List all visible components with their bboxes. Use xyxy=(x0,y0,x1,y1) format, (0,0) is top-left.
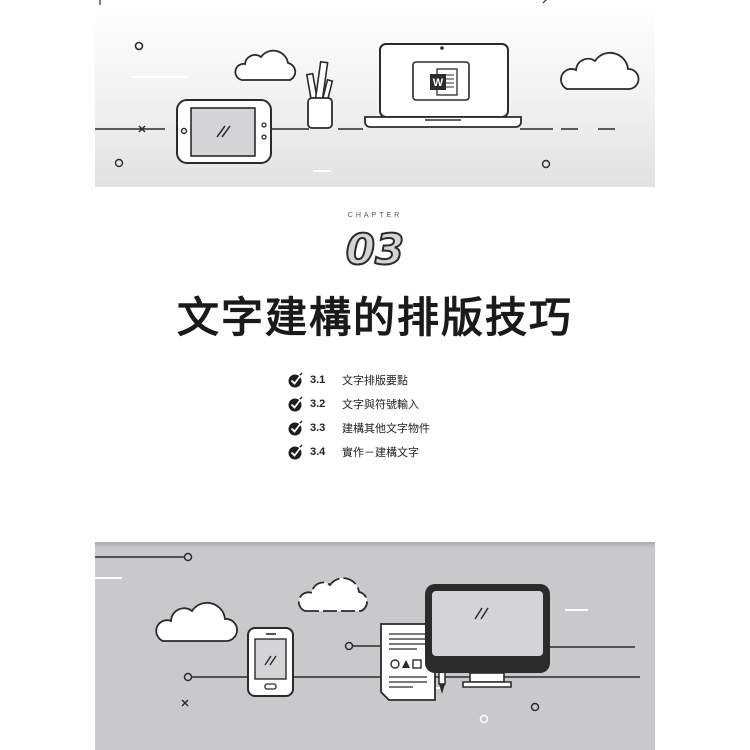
chapter-label: CHAPTER xyxy=(347,212,403,219)
word-document-icon: W xyxy=(430,68,458,96)
cloud-icon xyxy=(234,49,297,81)
check-icon xyxy=(288,372,303,388)
chapter-contents-list: 3.1 文字排版要點 3.2 文字與符號輸入 3.3 建構其他文字物件 3.4 … xyxy=(288,368,430,464)
check-icon xyxy=(288,444,303,460)
top-illustration-banner: W xyxy=(95,0,655,187)
bottom-illustration-banner xyxy=(95,542,655,750)
chapter-title: 文字建構的排版技巧 xyxy=(176,293,573,342)
cloud-icon xyxy=(155,601,238,642)
chapter-opener-page: W CHAPTER 03 文字建構的排版技巧 3.1 文字排版要點 3.2 文字… xyxy=(95,0,655,750)
decor-circle xyxy=(541,159,551,169)
toc-item[interactable]: 3.2 文字與符號輸入 xyxy=(288,392,430,416)
chapter-number: 03 xyxy=(95,224,655,275)
check-icon xyxy=(288,396,303,412)
toc-number: 3.2 xyxy=(310,398,326,410)
decor-cross xyxy=(138,125,146,133)
pencil-cup-icon xyxy=(305,60,334,129)
toc-number: 3.3 xyxy=(310,422,326,434)
smartphone-icon xyxy=(247,627,294,697)
check-icon xyxy=(288,420,303,436)
word-letter: W xyxy=(433,77,444,89)
toc-number: 3.1 xyxy=(310,374,326,386)
toc-item[interactable]: 3.1 文字排版要點 xyxy=(288,368,430,392)
decor-cross xyxy=(181,699,189,707)
top-illustration: W xyxy=(95,0,640,172)
chapter-number-text: 03 xyxy=(346,225,404,270)
decor-circle xyxy=(134,41,144,51)
chapter-number-graphic: 03 xyxy=(345,224,405,275)
decor-circle xyxy=(114,158,124,168)
bottom-illustration xyxy=(95,552,640,724)
toc-text: 文字排版要點 xyxy=(342,374,408,387)
toc-item[interactable]: 3.3 建構其他文字物件 xyxy=(288,416,430,440)
cloud-icon xyxy=(560,51,640,90)
toc-text: 文字與符號輸入 xyxy=(342,398,419,411)
toc-text: 建構其他文字物件 xyxy=(342,422,430,435)
toc-text: 實作－建構文字 xyxy=(342,446,419,459)
tablet-icon xyxy=(176,99,272,164)
toc-item[interactable]: 3.4 實作－建構文字 xyxy=(288,440,430,464)
toc-number: 3.4 xyxy=(310,446,326,458)
monitor-icon xyxy=(425,584,550,688)
cloud-icon xyxy=(298,577,368,612)
